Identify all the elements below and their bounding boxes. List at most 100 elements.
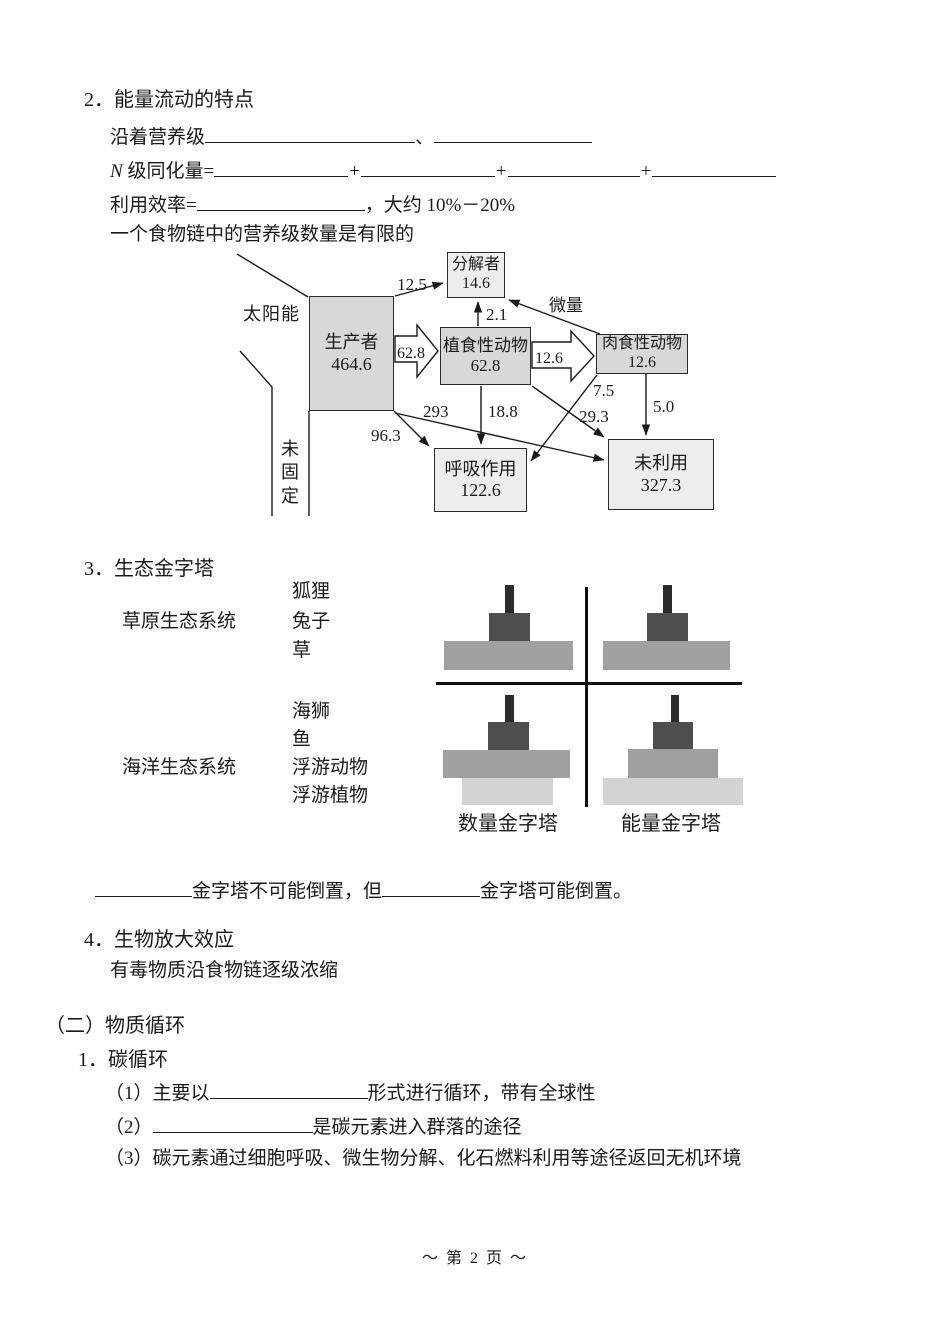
flow-value-producer-to-unused: 293 [423,402,449,421]
box-respiration: 呼吸作用 122.6 [434,448,527,512]
pyramid-conclusion-line: 金字塔不可能倒置，但 金字塔可能倒置。 [95,878,632,904]
pyramid-grassland-number-level2 [489,613,530,643]
unfixed-energy-label: 未固定 [281,439,299,506]
carbon-item2: （2） 是碳元素进入群落的途径 [105,1114,522,1140]
carbon-item2-suffix: 是碳元素进入群落的途径 [312,1117,522,1139]
box-herbivore-value: 62.8 [470,356,501,375]
arrow-producer-to-respiration [393,410,430,447]
marine-level-phytoplankton: 浮游植物 [292,785,369,806]
carbon-item1-suffix: 形式进行循环，带有全球性 [367,1083,596,1105]
conclusion-part2: 金字塔可能倒置。 [480,881,633,903]
blank-line [196,192,365,212]
marine-level-zooplankton: 浮游动物 [292,757,369,778]
blank-line [209,1080,368,1100]
box-unused-name: 未利用 [634,453,688,474]
carbon-item1: （1）主要以 形式进行循环，带有全球性 [105,1080,596,1106]
blank-line [507,158,640,178]
flow-value-herbivore-to-carnivore: 12.6 [535,350,563,367]
marine-ecosystem-label: 海洋生态系统 [122,757,237,778]
blank-line [205,124,416,144]
blank-line [360,158,495,178]
blank-line [214,158,349,178]
section2-note: 一个食物链中的营养级数量是有限的 [110,224,415,245]
conclusion-part1: 金字塔不可能倒置，但 [192,881,383,903]
pyramid-grassland-energy-level2 [647,613,688,643]
efficiency-suffix: ，大约 10%－20% [364,195,516,217]
flow-value-herbivore-to-decomposer: 2.1 [486,305,507,324]
sun-ray-bottom-line [239,350,273,516]
arrow-producer-to-decomposer [394,281,444,297]
plus-sign: + [349,161,360,183]
marine-level-fish: 鱼 [292,729,312,750]
sun-energy-label: 太阳能 [243,304,300,324]
pyramid-marine-energy-level1 [671,695,679,724]
pyramid-grassland-energy-level3 [603,641,730,670]
box-respiration-value: 122.6 [460,480,501,500]
pyramid-grassland-energy-level1 [663,585,672,616]
assimilation-label: 级同化量= [122,161,215,183]
arrow-carnivore-to-respiration [530,374,598,462]
pyramid-marine-number-level2 [488,722,529,751]
grassland-ecosystem-label: 草原生态系统 [122,611,237,632]
pyramid-marine-number-level1 [505,695,514,724]
n-symbol: N [110,161,123,183]
grassland-level-fox: 狐狸 [292,581,331,602]
box-herbivore-name: 植食性动物 [443,335,528,355]
pyramid-marine-energy-level2 [653,722,693,750]
box-decomposer-name: 分解者 [451,256,500,274]
section2-assimilation-line: N 级同化量= + + + [110,158,777,184]
flow-value-herbivore-to-unused: 29.3 [579,407,609,426]
flow-line-prefix: 沿着营养级 [110,127,206,149]
pyramid-marine-energy-level4 [603,778,743,805]
box-decomposer: 分解者 14.6 [447,252,505,298]
flow-value-carnivore-to-respiration: 7.5 [593,381,614,400]
section2-efficiency-line: 利用效率= ，大约 10%－20% [110,192,515,218]
plus-sign: + [495,161,507,183]
block-arrow-herbivore-to-carnivore [531,329,595,383]
arrow-herbivore-to-unused [531,385,605,438]
box-decomposer-value: 14.6 [462,275,490,292]
box-producer: 生产者 464.6 [309,296,394,411]
grassland-level-rabbit: 兔子 [292,611,331,632]
box-respiration-name: 呼吸作用 [444,458,517,479]
pyramid-divider-vertical [585,587,588,807]
pyramid-marine-energy-level3 [628,749,718,778]
box-unused-value: 327.3 [640,474,682,495]
box-carnivore: 肉食性动物 12.6 [596,334,688,374]
efficiency-prefix: 利用效率= [110,195,197,217]
pyramid-grassland-number-level3 [444,641,573,670]
pyramid-marine-number-level4 [462,778,553,805]
section4-body: 有毒物质沿食物链逐级浓缩 [110,960,339,981]
box-herbivore: 植食性动物 62.8 [440,327,531,385]
flow-value-producer-to-decomposer: 12.5 [397,275,427,294]
flow-value-producer-to-respiration: 96.3 [371,426,401,445]
flow-value-producer-to-herbivore: 62.8 [397,345,425,362]
section2-flow-line: 沿着营养级 、 [110,124,593,150]
carbon-item3: （3）碳元素通过细胞呼吸、微生物分解、化石燃料利用等途径返回无机环境 [105,1148,742,1169]
carbon-cycle-heading: 1．碳循环 [78,1049,168,1071]
number-pyramid-caption: 数量金字塔 [458,813,558,835]
section2-heading: 2．能量流动的特点 [84,89,254,111]
blank-line [434,124,593,144]
pyramid-divider-horizontal [436,682,742,685]
pyramid-grassland-number-level1 [505,585,514,616]
blank-line [652,158,777,178]
blank-line [95,878,192,898]
blank-line [152,1114,313,1134]
box-carnivore-value: 12.6 [628,354,656,371]
box-carnivore-name: 肉食性动物 [601,335,682,353]
sun-ray-top-line [236,253,309,298]
blank-line [382,878,481,898]
carbon-item2-prefix: （2） [105,1117,153,1139]
box-unused: 未利用 327.3 [608,439,714,510]
flow-value-carnivore-to-unused: 5.0 [653,397,674,416]
box-producer-name: 生产者 [324,332,379,353]
section4-heading: 4．生物放大效应 [84,929,234,951]
carbon-item1-prefix: （1）主要以 [105,1083,210,1105]
flow-line-separator: 、 [415,127,435,149]
page-number-footer: ～ 第 2 页 ～ [421,1250,528,1267]
plus-sign: + [640,161,652,183]
pyramid-marine-number-level3 [443,750,570,778]
grassland-level-grass: 草 [292,640,312,661]
